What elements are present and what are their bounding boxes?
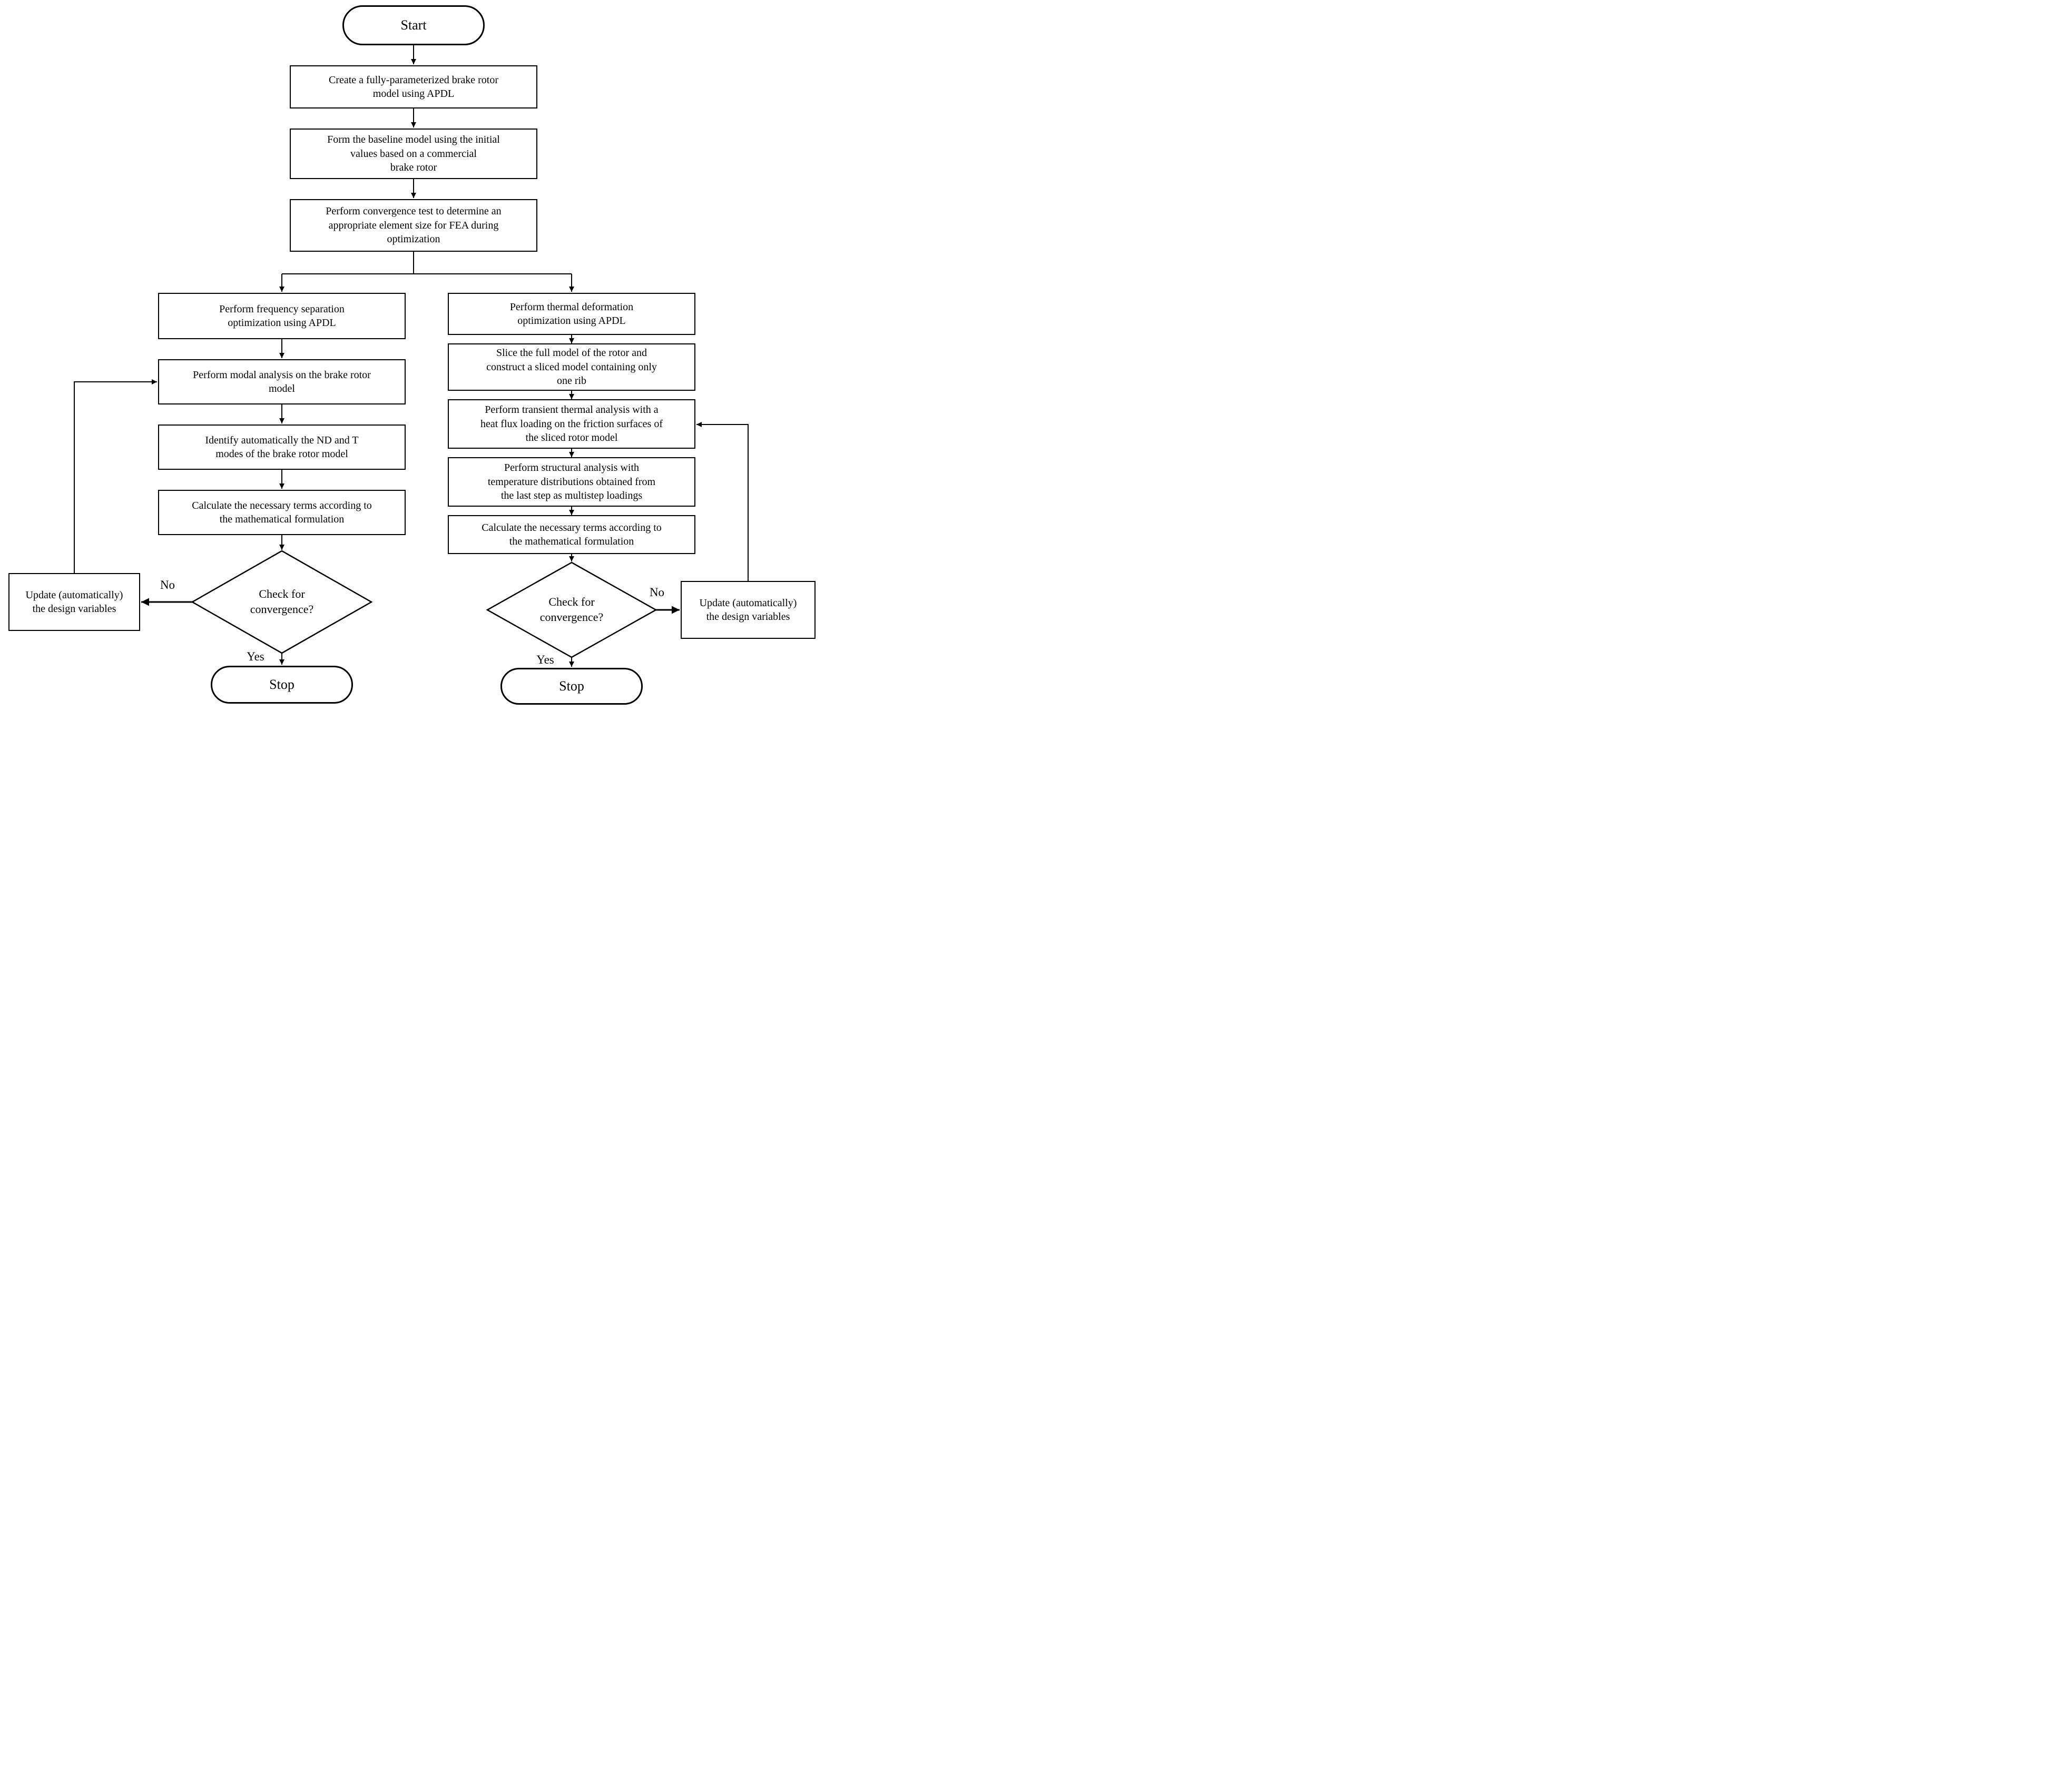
thermal-deformation-box: Perform thermal deformation optimization… [448, 293, 695, 335]
modal-analysis-box: Perform modal analysis on the brake roto… [158, 359, 406, 404]
slice-model-box: Slice the full model of the rotor and co… [448, 343, 695, 391]
frequency-separation-box: Perform frequency separation optimizatio… [158, 293, 406, 339]
yes-label-right: Yes [536, 653, 554, 666]
no-label-left: No [160, 578, 175, 591]
update-variables-right-box: Update (automatically) the design variab… [681, 581, 816, 639]
decision-right-label: Check for convergence? [539, 595, 604, 624]
update-variables-left-box: Update (automatically) the design variab… [8, 573, 140, 631]
baseline-model-box: Form the baseline model using the initia… [290, 129, 537, 179]
structural-analysis-box: Perform structural analysis with tempera… [448, 457, 695, 507]
create-model-box: Create a fully-parameterized brake rotor… [290, 65, 537, 108]
feedback-left [74, 379, 157, 573]
stop-right-terminator: Stop [500, 668, 643, 705]
decision-left-label: Check for convergence? [250, 587, 314, 616]
feedback-right [696, 422, 749, 581]
calculate-terms-right-box: Calculate the necessary terms according … [448, 515, 695, 554]
transient-thermal-box: Perform transient thermal analysis with … [448, 399, 695, 449]
identify-modes-box: Identify automatically the ND and T mode… [158, 425, 406, 470]
start-terminator: Start [342, 5, 485, 45]
convergence-test-box: Perform convergence test to determine an… [290, 199, 537, 252]
stop-left-terminator: Stop [211, 666, 353, 704]
no-label-right: No [649, 586, 665, 599]
connector-layer [74, 45, 749, 667]
yes-label-left: Yes [247, 650, 264, 663]
flowchart-canvas: Start Create a fully-parameterized brake… [0, 0, 829, 707]
calculate-terms-left-box: Calculate the necessary terms according … [158, 490, 406, 535]
